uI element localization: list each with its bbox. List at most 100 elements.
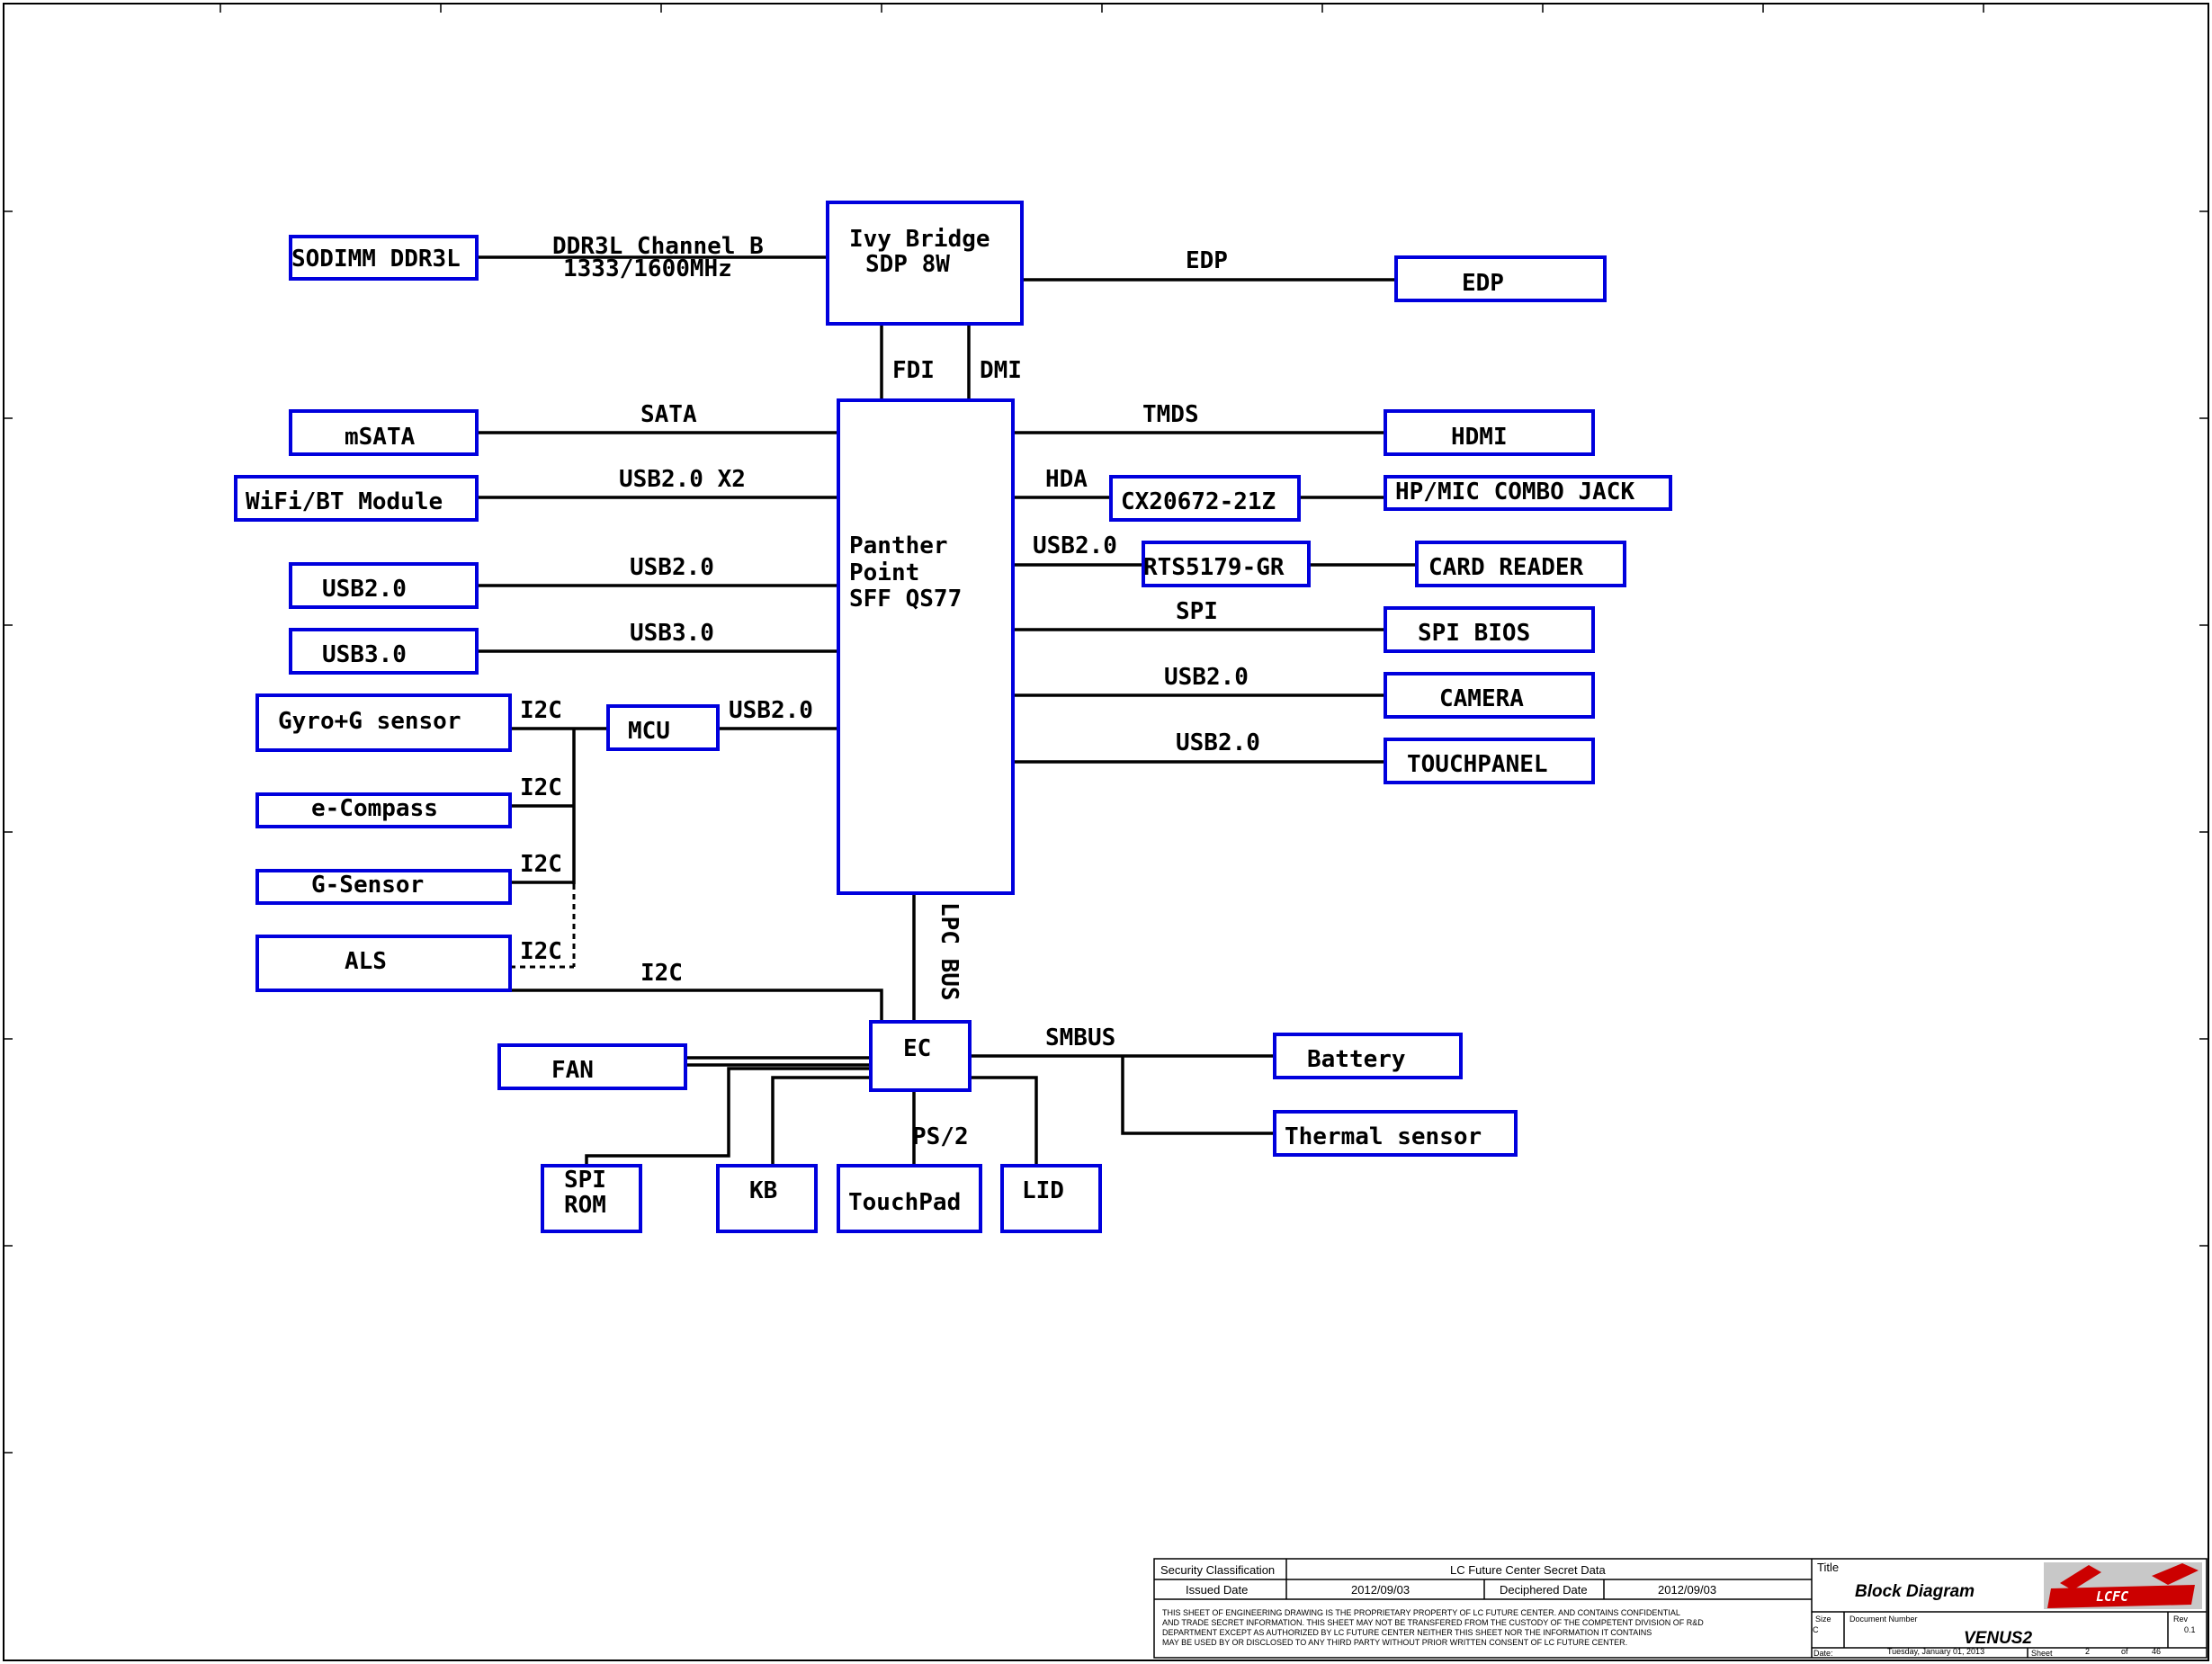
bus-i2c-ecompass: I2C — [520, 774, 562, 801]
usb20-left-block: USB2.0 — [289, 562, 479, 609]
msata-label: mSATA — [345, 424, 416, 451]
hdmi-label: HDMI — [1451, 424, 1508, 451]
cpu-label-line1: Ivy Bridge — [849, 226, 990, 253]
of-label: of — [2121, 1647, 2128, 1656]
sheet-label: Sheet — [2031, 1649, 2053, 1658]
codec-block: CX20672-21Z — [1109, 475, 1301, 522]
sodimm-label: SODIMM DDR3L — [291, 246, 461, 273]
mcu-label: MCU — [628, 718, 670, 745]
touchpanel-label: TOUCHPANEL — [1407, 751, 1548, 778]
bus-mcu-usb: USB2.0 — [729, 697, 813, 724]
touchpad-block: TouchPad — [837, 1164, 982, 1233]
issued-value: 2012/09/03 — [1351, 1583, 1410, 1597]
wifi-block: WiFi/BT Module — [234, 475, 479, 522]
bus-sata: SATA — [640, 401, 697, 428]
bus-i2c-gyro: I2C — [520, 697, 562, 724]
lcfc-logo-text: LCFC — [2096, 1588, 2128, 1605]
spibios-label: SPI BIOS — [1418, 620, 1530, 647]
rts-block: RTS5179-GR — [1142, 541, 1311, 587]
touchpad-label: TouchPad — [848, 1189, 961, 1216]
wifi-label: WiFi/BT Module — [246, 488, 443, 515]
of-value: 46 — [2152, 1647, 2161, 1656]
codec-label: CX20672-21Z — [1121, 488, 1276, 515]
gyro-block: Gyro+G sensor — [255, 693, 512, 752]
rev-value: 0.1 — [2184, 1625, 2196, 1634]
ec-label: EC — [903, 1035, 931, 1062]
spirom-label-line2: ROM — [564, 1192, 606, 1219]
date-value: Tuesday, January 01, 2013 — [1887, 1647, 1984, 1656]
mcu-block: MCU — [606, 704, 720, 751]
issued-label: Issued Date — [1186, 1583, 1248, 1597]
fan-label: FAN — [551, 1057, 594, 1084]
spirom-block: SPI ROM — [541, 1164, 642, 1233]
spirom-label-line1: SPI — [564, 1167, 606, 1194]
bus-edp: EDP — [1186, 247, 1228, 274]
notice-line1: THIS SHEET OF ENGINEERING DRAWING IS THE… — [1162, 1608, 1680, 1617]
wire-kb — [771, 1076, 871, 1166]
bus-usb20-rts: USB2.0 — [1033, 532, 1117, 559]
wire-i2c-ec — [510, 989, 883, 1022]
sodimm-block: SODIMM DDR3L — [289, 235, 479, 281]
bus-usb20-touch: USB2.0 — [1176, 729, 1260, 756]
als-block: ALS — [255, 935, 512, 992]
bus-ddr-line2: 1333/1600MHz — [563, 255, 732, 282]
kb-label: KB — [749, 1177, 777, 1204]
wire-lid — [970, 1076, 1038, 1166]
title-block: Security Classification LC Future Center… — [1153, 1558, 2208, 1659]
bus-ddr-line1: DDR3L Channel B — [552, 233, 764, 260]
title-value: Block Diagram — [1855, 1582, 1975, 1601]
ecompass-block: e-Compass — [255, 792, 512, 828]
bus-ps2: PS/2 — [912, 1123, 969, 1150]
bus-dmi: DMI — [980, 357, 1022, 384]
edp-block: EDP — [1394, 255, 1607, 302]
lcfc-logo: LCFC — [2044, 1562, 2202, 1609]
security-value: LC Future Center Secret Data — [1450, 1563, 1606, 1577]
cpu-label-line2: SDP 8W — [865, 251, 950, 278]
wires — [477, 255, 1417, 1166]
size-label: Size — [1815, 1615, 1831, 1624]
gsensor-block: G-Sensor — [255, 869, 512, 905]
pch-block: Panther Point SFF QS77 — [837, 398, 1015, 895]
usb20-left-label: USB2.0 — [322, 576, 407, 603]
cardreader-block: CARD READER — [1415, 541, 1626, 587]
deciphered-value: 2012/09/03 — [1658, 1583, 1716, 1597]
spibios-block: SPI BIOS — [1384, 606, 1595, 653]
pch-label-line1: Panther — [849, 532, 948, 559]
usb30-left-label: USB3.0 — [322, 641, 407, 668]
camera-label: CAMERA — [1439, 685, 1524, 712]
battery-label: Battery — [1307, 1046, 1406, 1073]
cardreader-label: CARD READER — [1428, 554, 1584, 581]
deciphered-label: Deciphered Date — [1500, 1583, 1588, 1597]
camera-block: CAMERA — [1384, 672, 1595, 719]
edp-label: EDP — [1462, 270, 1504, 297]
notice-line2: AND TRADE SECRET INFORMATION. THIS SHEET… — [1162, 1618, 1704, 1627]
bus-usb-x2: USB2.0 X2 — [619, 466, 746, 493]
fan-block: FAN — [497, 1043, 687, 1090]
sheet-value: 2 — [2085, 1647, 2090, 1656]
bus-spi: SPI — [1176, 598, 1218, 625]
docnum-label: Document Number — [1849, 1615, 1918, 1624]
border-ticks — [4, 4, 2208, 1454]
pch-label-line3: SFF QS77 — [849, 586, 962, 613]
usb30-left-block: USB3.0 — [289, 628, 479, 675]
notice-line4: MAY BE USED BY OR DISCLOSED TO ANY THIRD… — [1162, 1638, 1627, 1647]
size-value: C — [1813, 1625, 1819, 1634]
bus-i2c-ec: I2C — [640, 960, 683, 987]
security-label: Security Classification — [1160, 1563, 1275, 1577]
rts-label: RTS5179-GR — [1143, 554, 1285, 581]
cpu-block: Ivy Bridge SDP 8W — [826, 201, 1024, 326]
title-label: Title — [1817, 1561, 1839, 1574]
pch-label-line2: Point — [849, 559, 919, 586]
lid-block: LID — [1000, 1164, 1102, 1233]
wire-spirom — [585, 1067, 871, 1166]
ec-block: EC — [869, 1020, 972, 1092]
bus-usb20-left: USB2.0 — [630, 554, 714, 581]
thermal-label: Thermal sensor — [1285, 1123, 1482, 1150]
jack-block: HP/MIC COMBO JACK — [1384, 475, 1672, 511]
gyro-label: Gyro+G sensor — [278, 708, 461, 735]
hdmi-block: HDMI — [1384, 409, 1595, 456]
kb-block: KB — [716, 1164, 818, 1233]
ecompass-label: e-Compass — [311, 795, 438, 822]
bus-usb30-left: USB3.0 — [630, 620, 714, 647]
